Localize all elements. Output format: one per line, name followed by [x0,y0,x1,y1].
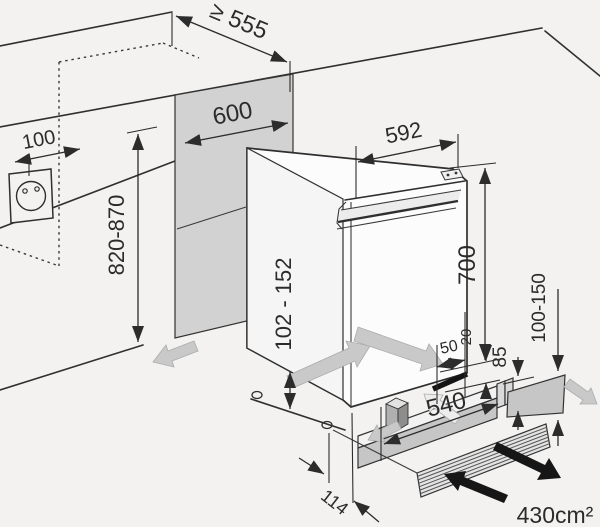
dim-socket-distance: 100 [14,126,81,176]
airflow-arrow [152,340,199,368]
dim-plinth-panel-height: 100-150 [529,273,564,446]
dim-plinth-recess-depth: 114 [298,412,380,523]
airflow-arrow [563,378,598,405]
niche-hidden-edges [0,42,200,267]
air-out-arrow [493,442,561,480]
dim-floor-clearance: 102 - 152 [271,258,296,409]
grille-slats [417,426,550,495]
dim-label-socket-distance: 100 [20,126,57,154]
dim-label-vent-gap-depth: 50 [439,337,460,357]
door-handle-strip [336,189,462,230]
dim-door-height: 700 [449,162,497,360]
dim-label-niche-depth: ≥ 555 [206,0,272,45]
dim-twenty: 20 [439,329,501,399]
dim-label-plinth-recess-depth: 114 [317,486,352,519]
dim-vent-cutout-width: 540 [380,387,499,461]
appliance-feet [251,390,333,430]
dim-label-eighty-five: 85 [490,346,511,367]
vent-slot-bar [431,371,469,392]
spacer-block [496,380,506,409]
dim-label-niche-height: 820-870 [104,195,129,276]
dim-label-door-height: 700 [454,245,481,285]
dim-vent-gap-depth: 50 [436,312,466,404]
vent-cross-section-label: 430cm² [517,502,594,527]
dim-label-floor-clearance: 102 - 152 [271,258,296,351]
power-outlet-icon [8,168,54,224]
dim-label-appliance-width: 592 [383,117,424,149]
hinge-detail [440,168,464,181]
appliance-side-face [246,147,344,402]
dim-label-twenty: 20 [458,329,475,346]
airflow-arrow [286,340,371,389]
dim-eighty-five: 85 [490,346,535,430]
airflow-arrow [353,326,444,372]
appliance-cabinet [246,147,468,431]
air-in-arrow [444,471,508,503]
plinth-board [506,374,566,418]
dim-niche-height: 820-870 [104,126,158,342]
dim-label-plinth-panel-height: 100-150 [529,273,550,343]
